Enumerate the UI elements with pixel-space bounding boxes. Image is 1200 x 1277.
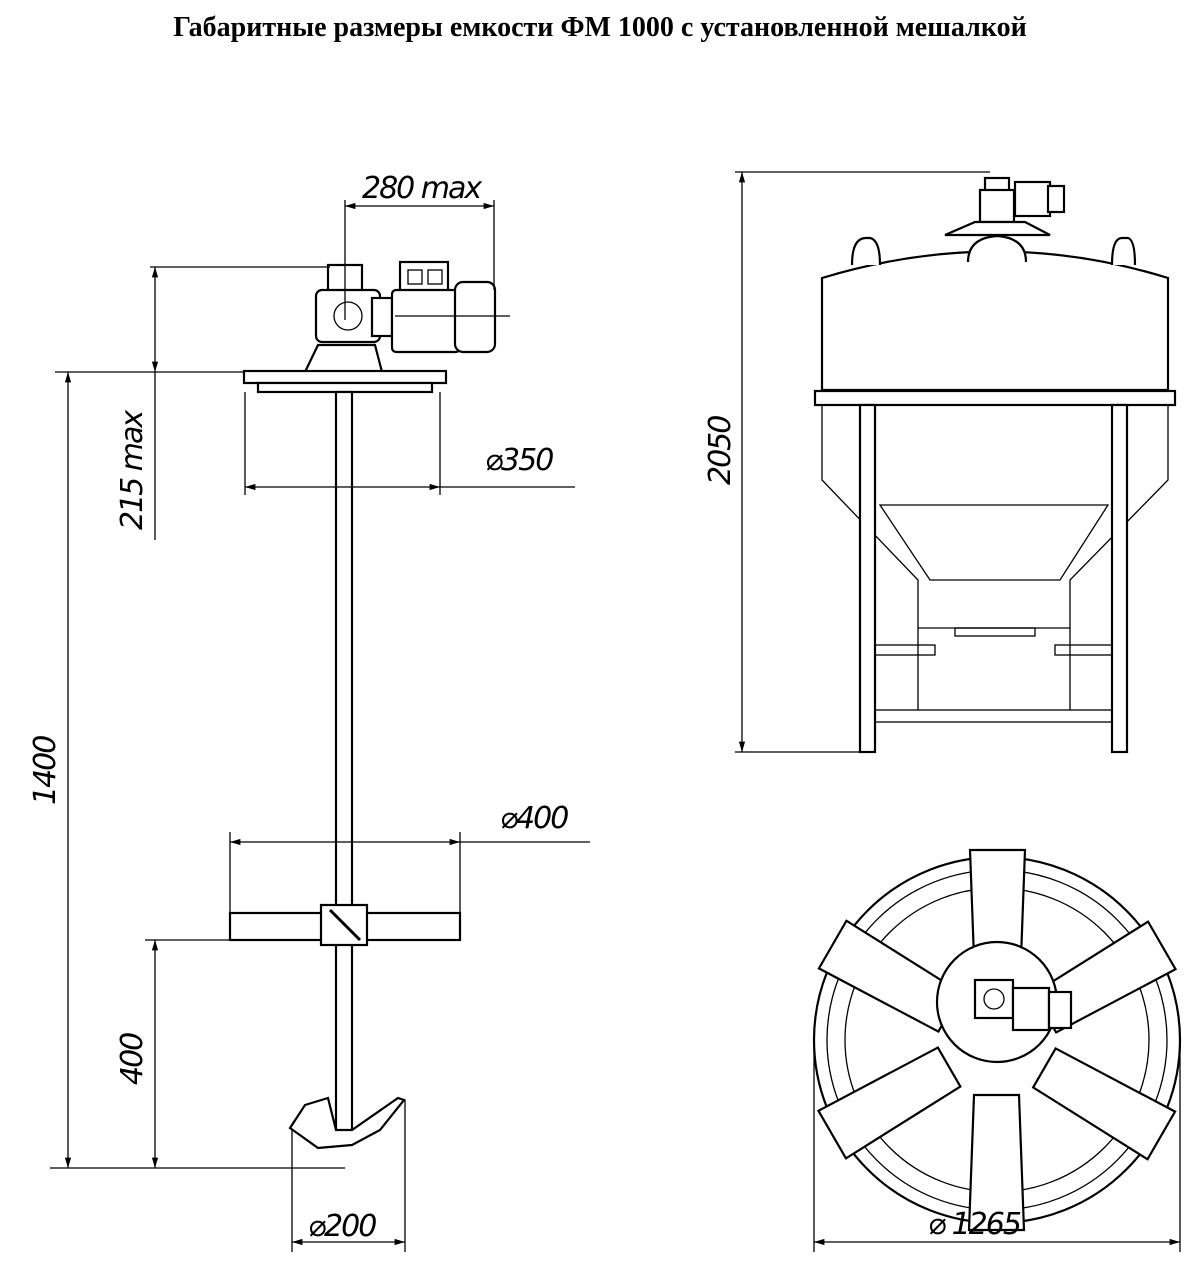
dimension-2050: 2050 [703,171,990,753]
tank-lid [966,234,1028,263]
upper-impeller [228,903,462,947]
top-view-motor [973,978,1073,1032]
mounting-flange [242,369,448,394]
tank-handle [850,236,882,266]
tank-body [820,250,1170,392]
gearbox [303,263,394,374]
tank-top-motor [944,176,1066,237]
dimension-label: 280 max [362,171,482,206]
dimension-350: ⌀350 [244,392,575,495]
dimension-label: ⌀350 [485,443,553,478]
dimension-400-diameter: ⌀400 [229,801,590,913]
frame-band [813,389,1177,407]
dimension-label: ⌀200 [308,1209,376,1244]
dimension-label: 2050 [703,416,738,485]
drawing-title: Габаритные размеры емкости ФМ 1000 с уст… [173,12,1027,43]
dimension-label: 400 [115,1033,150,1085]
mixer-side-view: 280 max 215 max 1400 ⌀350 ⌀400 [28,171,590,1252]
tank-front-view: 2050 [703,171,1177,754]
dimension-label: ⌀400 [500,801,568,836]
dimension-label: 215 max [115,410,150,530]
impeller-blades [816,848,1178,1232]
lower-impeller [288,1096,406,1150]
dimension-400-spacing: 400 [50,939,345,1169]
shaft [334,390,354,1144]
dimension-280: 280 max [344,171,495,320]
tank-handle [1110,236,1137,266]
tank-top-view: ⌀ 1265 [812,848,1182,1252]
dimension-1400: 1400 [28,372,72,1168]
dimension-label: ⌀ 1265 [928,1207,1021,1242]
dimension-1265: ⌀ 1265 [813,1045,1181,1252]
dimension-200: ⌀200 [291,1100,406,1252]
electric-motor [390,260,510,354]
dimension-215: 215 max [115,266,330,540]
dimension-label: 1400 [28,736,63,805]
support-frame [858,403,1129,754]
